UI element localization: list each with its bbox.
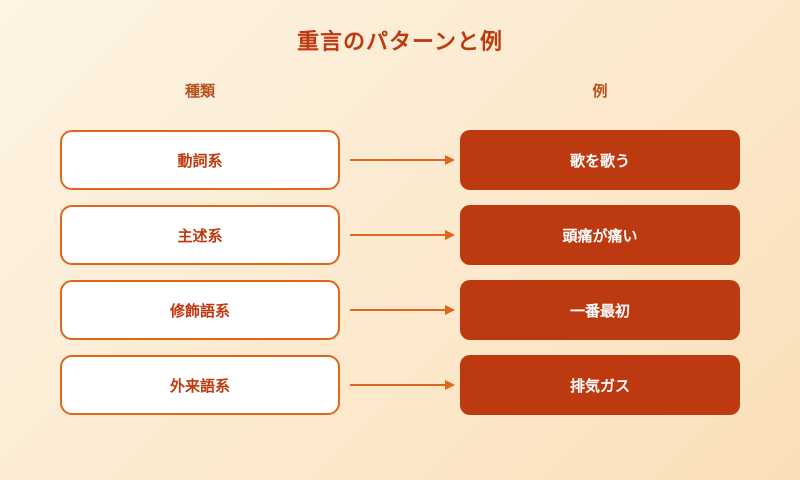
example-box-verb: 歌を歌う xyxy=(460,130,740,190)
type-box-loanword: 外来語系 xyxy=(60,355,340,415)
example-box-subject-predicate: 頭痛が痛い xyxy=(460,205,740,265)
arrow-icon xyxy=(350,305,455,315)
diagram-title: 重言のパターンと例 xyxy=(297,30,503,55)
type-box-verb: 動詞系 xyxy=(60,130,340,190)
example-column-header: 例 xyxy=(592,82,608,100)
pattern-row-subject-predicate: 主述系 頭痛が痛い xyxy=(0,205,800,265)
example-box-modifier: 一番最初 xyxy=(460,280,740,340)
type-box-modifier: 修飾語系 xyxy=(60,280,340,340)
pattern-row-modifier: 修飾語系 一番最初 xyxy=(0,280,800,340)
arrow-icon xyxy=(350,155,455,165)
type-column-header: 種類 xyxy=(184,82,215,100)
pattern-row-loanword: 外来語系 排気ガス xyxy=(0,355,800,415)
arrow-icon xyxy=(350,380,455,390)
arrow-icon xyxy=(350,230,455,240)
type-box-subject-predicate: 主述系 xyxy=(60,205,340,265)
example-box-loanword: 排気ガス xyxy=(460,355,740,415)
pattern-row-verb: 動詞系 歌を歌う xyxy=(0,130,800,190)
